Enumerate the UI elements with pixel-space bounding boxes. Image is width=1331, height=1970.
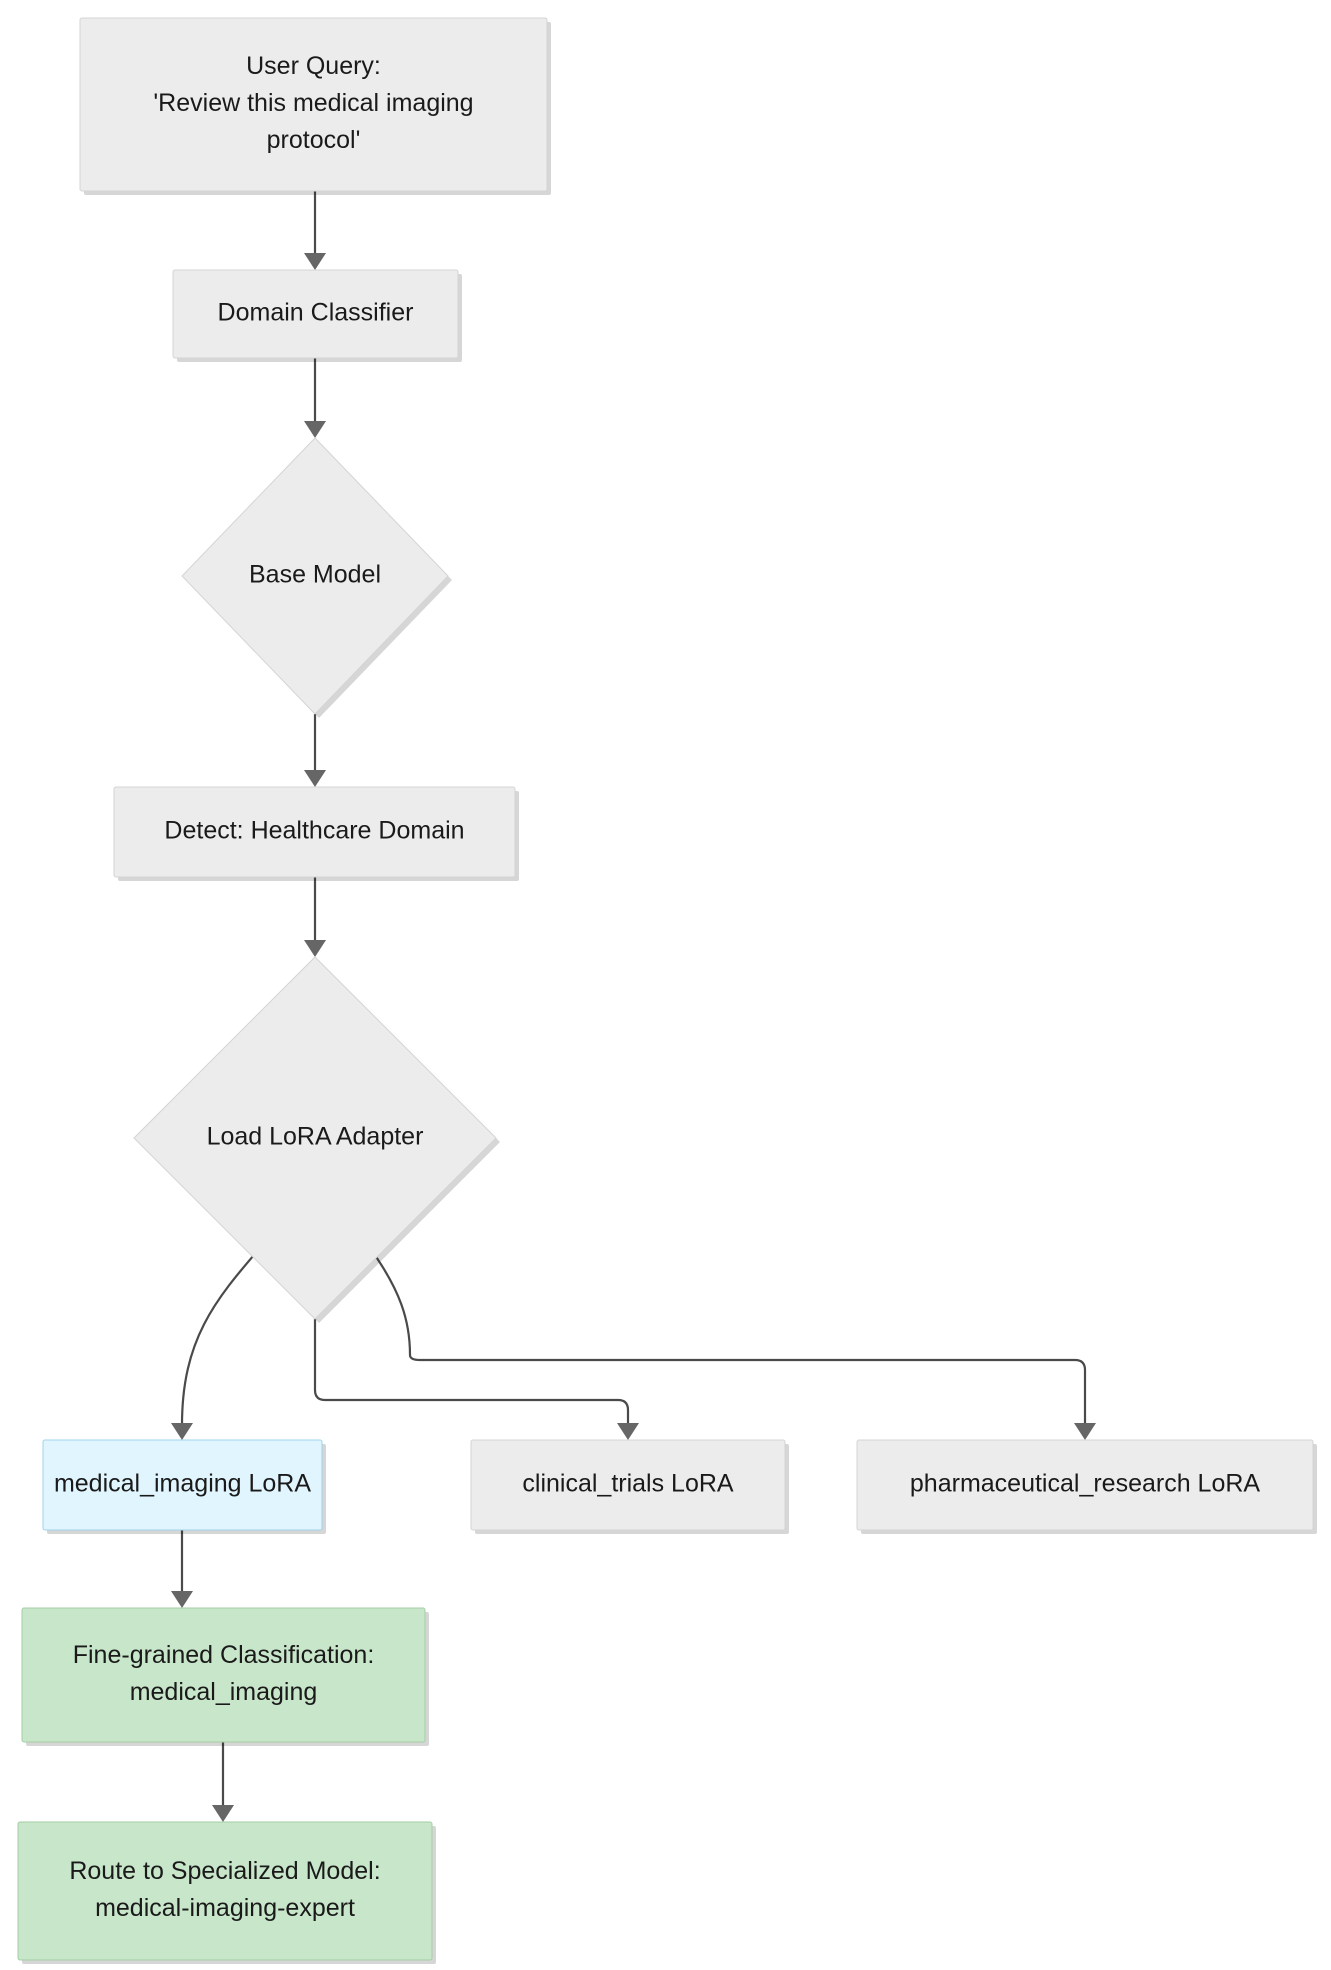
arrow-to-clinical-trials-lora	[617, 1423, 639, 1440]
arrow-to-load-lora-adapter	[304, 940, 326, 957]
node-label-fine-grained-classification: Fine-grained Classification:	[73, 1641, 375, 1669]
node-shape-rect[interactable]	[470, 1439, 786, 1531]
node-label-user-query: protocol'	[267, 126, 361, 154]
arrow-to-route-specialized-model	[212, 1805, 234, 1822]
node-label-pharmaceutical-research-lora: pharmaceutical_research LoRA	[910, 1470, 1261, 1498]
node-shape-rect[interactable]	[172, 269, 459, 359]
node-shape-diamond[interactable]	[181, 437, 449, 715]
node-load-lora-adapter[interactable]: Load LoRA Adapter	[133, 956, 500, 1323]
node-label-base-model: Base Model	[249, 561, 381, 589]
arrow-to-medical-imaging-lora	[171, 1423, 193, 1440]
edge-load-lora-to-pharmaceutical-research	[369, 1247, 1087, 1425]
nodes-layer: User Query: 'Review this medical imaging p…	[17, 17, 1317, 1964]
node-shape-diamond[interactable]	[133, 956, 497, 1320]
node-pharmaceutical-research-lora[interactable]: pharmaceutical_research LoRA	[856, 1439, 1317, 1534]
arrow-to-detect-healthcare	[304, 770, 326, 787]
node-shape-rect[interactable]	[21, 1607, 426, 1743]
node-shape-rect[interactable]	[856, 1439, 1314, 1531]
node-label-clinical-trials-lora: clinical_trials LoRA	[522, 1470, 734, 1498]
node-label-domain-classifier: Domain Classifier	[218, 299, 414, 327]
node-shape-rect[interactable]	[113, 786, 516, 878]
node-label-user-query: User Query:	[246, 52, 381, 80]
node-medical-imaging-lora[interactable]: medical_imaging LoRA	[42, 1439, 326, 1534]
node-label-load-lora-adapter: Load LoRA Adapter	[207, 1123, 424, 1151]
edges-layer	[180, 191, 1087, 1807]
arrow-to-pharmaceutical-research-lora	[1074, 1423, 1096, 1440]
node-route-specialized-model[interactable]: Route to Specialized Model: medical-imagi…	[17, 1821, 436, 1964]
node-label-user-query: 'Review this medical imaging	[153, 89, 473, 117]
node-clinical-trials-lora[interactable]: clinical_trials LoRA	[470, 1439, 789, 1534]
node-label-fine-grained-classification: medical_imaging	[130, 1678, 318, 1706]
node-label-route-specialized-model: Route to Specialized Model:	[69, 1857, 380, 1885]
node-label-medical-imaging-lora: medical_imaging LoRA	[54, 1470, 311, 1498]
edge-load-lora-to-medical-imaging	[180, 1247, 261, 1426]
arrow-to-domain-classifier	[304, 253, 326, 270]
edge-load-lora-to-clinical-trials	[313, 1318, 630, 1425]
node-user-query[interactable]: User Query: 'Review this medical imaging p…	[79, 17, 551, 195]
node-detect-healthcare[interactable]: Detect: Healthcare Domain	[113, 786, 519, 881]
node-shape-rect[interactable]	[17, 1821, 433, 1961]
node-label-detect-healthcare: Detect: Healthcare Domain	[164, 817, 464, 845]
node-label-route-specialized-model: medical-imaging-expert	[95, 1894, 355, 1922]
node-domain-classifier[interactable]: Domain Classifier	[172, 269, 462, 362]
node-fine-grained-classification[interactable]: Fine-grained Classification: medical_imag…	[21, 1607, 429, 1746]
arrowheads-layer	[171, 253, 1096, 1822]
node-base-model[interactable]: Base Model	[181, 437, 452, 718]
node-shape-rect[interactable]	[79, 17, 548, 192]
node-shape-rect[interactable]	[42, 1439, 323, 1531]
arrow-to-fine-grained-classification	[171, 1591, 193, 1608]
arrow-to-base-model	[304, 421, 326, 438]
